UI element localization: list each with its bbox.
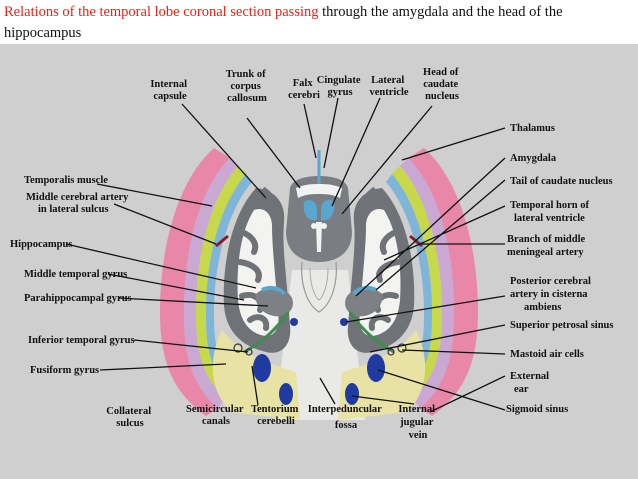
fornix-right	[321, 223, 327, 229]
label-trunk-corpus-callosum: Trunk of corpus callosum	[226, 69, 268, 104]
right-sigmoid-sinus-vessel	[367, 354, 385, 382]
label-internal-jugular-vein: Internal jugular vein	[398, 404, 437, 441]
label-temporalis-muscle: Temporalis muscle	[24, 175, 108, 186]
right-gyri-folds	[368, 229, 401, 331]
label-temporal-horn: Temporal horn of lateral ventricle	[510, 200, 592, 224]
right-jugular-vessel	[345, 383, 359, 405]
label-tentorium-cerebelli: Tentorium cerebelli	[251, 404, 301, 427]
labels: Internal capsule Trunk of corpus callosu…	[10, 67, 613, 441]
right-hippocampus	[345, 287, 383, 317]
right-scalp	[408, 148, 478, 416]
label-mastoid-air-cells: Mastoid air cells	[510, 349, 584, 360]
label-inferior-temporal-gyrus: Inferior temporal gyrus	[28, 335, 135, 346]
label-middle-cerebral-artery: Middle cerebral artery in lateral sulcus	[26, 192, 131, 215]
label-hippocampus: Hippocampus	[10, 239, 72, 250]
label-internal-capsule: Internal capsule	[150, 79, 189, 102]
left-temporal-horn	[261, 285, 286, 296]
left-temporalis-muscle	[184, 158, 238, 408]
slide-title-bar: Relations of the temporal lobe coronal s…	[0, 0, 638, 44]
label-sigmoid-sinus: Sigmoid sinus	[506, 404, 568, 415]
label-posterior-cerebral-artery: Posterior cerebral artery in cisterna am…	[510, 276, 594, 313]
right-insula-fold	[355, 186, 379, 234]
label-middle-temporal-gyrus: Middle temporal gyrus	[24, 269, 127, 280]
section-drawing	[160, 148, 478, 420]
right-posterior-cerebral-artery	[340, 318, 348, 326]
third-ventricle	[316, 222, 322, 252]
right-skull-bone	[392, 166, 442, 398]
label-lateral-ventricle: Lateral ventricle	[369, 75, 408, 98]
label-superior-petrosal-sinus: Superior petrosal sinus	[510, 320, 613, 331]
slide-title-rest: through the amygdala and the head of the…	[4, 4, 563, 41]
label-thalamus: Thalamus	[510, 123, 555, 134]
label-interpeduncular-fossa: Interpeduncular fossa	[308, 404, 385, 431]
slide-title-highlight: Relations of the temporal lobe coronal s…	[4, 4, 319, 20]
label-head-caudate-nucleus: Head of caudate nucleus	[423, 67, 461, 102]
brainstem-outline	[301, 261, 337, 313]
right-temporalis-muscle	[400, 158, 454, 408]
label-fusiform-gyrus: Fusiform gyrus	[30, 365, 99, 376]
left-scalp	[160, 148, 230, 416]
lateral-ventricles	[303, 200, 335, 221]
left-hippocampus	[255, 287, 293, 317]
left-meningeal-artery	[215, 234, 229, 248]
right-mastoid-cells	[387, 343, 407, 356]
right-dura	[386, 174, 432, 390]
left-jugular-vessel	[279, 383, 293, 405]
label-cingulate-gyrus: Cingulate gyrus	[317, 75, 363, 98]
fornix-left	[311, 223, 317, 229]
left-dura	[206, 174, 252, 390]
left-skull-bone	[196, 166, 246, 398]
corpus-callosum	[296, 184, 342, 198]
left-insula-fold	[259, 186, 283, 234]
label-semicircular-canals: Semicircular canals	[186, 404, 246, 427]
left-gyri-folds	[237, 229, 270, 331]
anatomy-diagram: Internal capsule Trunk of corpus callosu…	[0, 44, 638, 479]
brainstem-inner	[309, 267, 329, 301]
label-falx-cerebri: Falx cerebri	[288, 78, 320, 101]
left-sigmoid-sinus-vessel	[253, 354, 271, 382]
label-parahippocampal-gyrus: Parahippocampal gyrus	[24, 293, 132, 304]
left-posterior-cerebral-artery	[290, 318, 298, 326]
slide-title: Relations of the temporal lobe coronal s…	[4, 2, 630, 44]
label-amygdala: Amygdala	[510, 153, 557, 164]
label-collateral-sulcus: Collateral sulcus	[106, 406, 154, 429]
leader-lines	[65, 97, 506, 413]
label-tail-caudate-nucleus: Tail of caudate nucleus	[510, 176, 613, 187]
label-branch-middle-meningeal: Branch of middle meningeal artery	[507, 234, 588, 258]
label-external-ear: External ear	[510, 371, 552, 395]
